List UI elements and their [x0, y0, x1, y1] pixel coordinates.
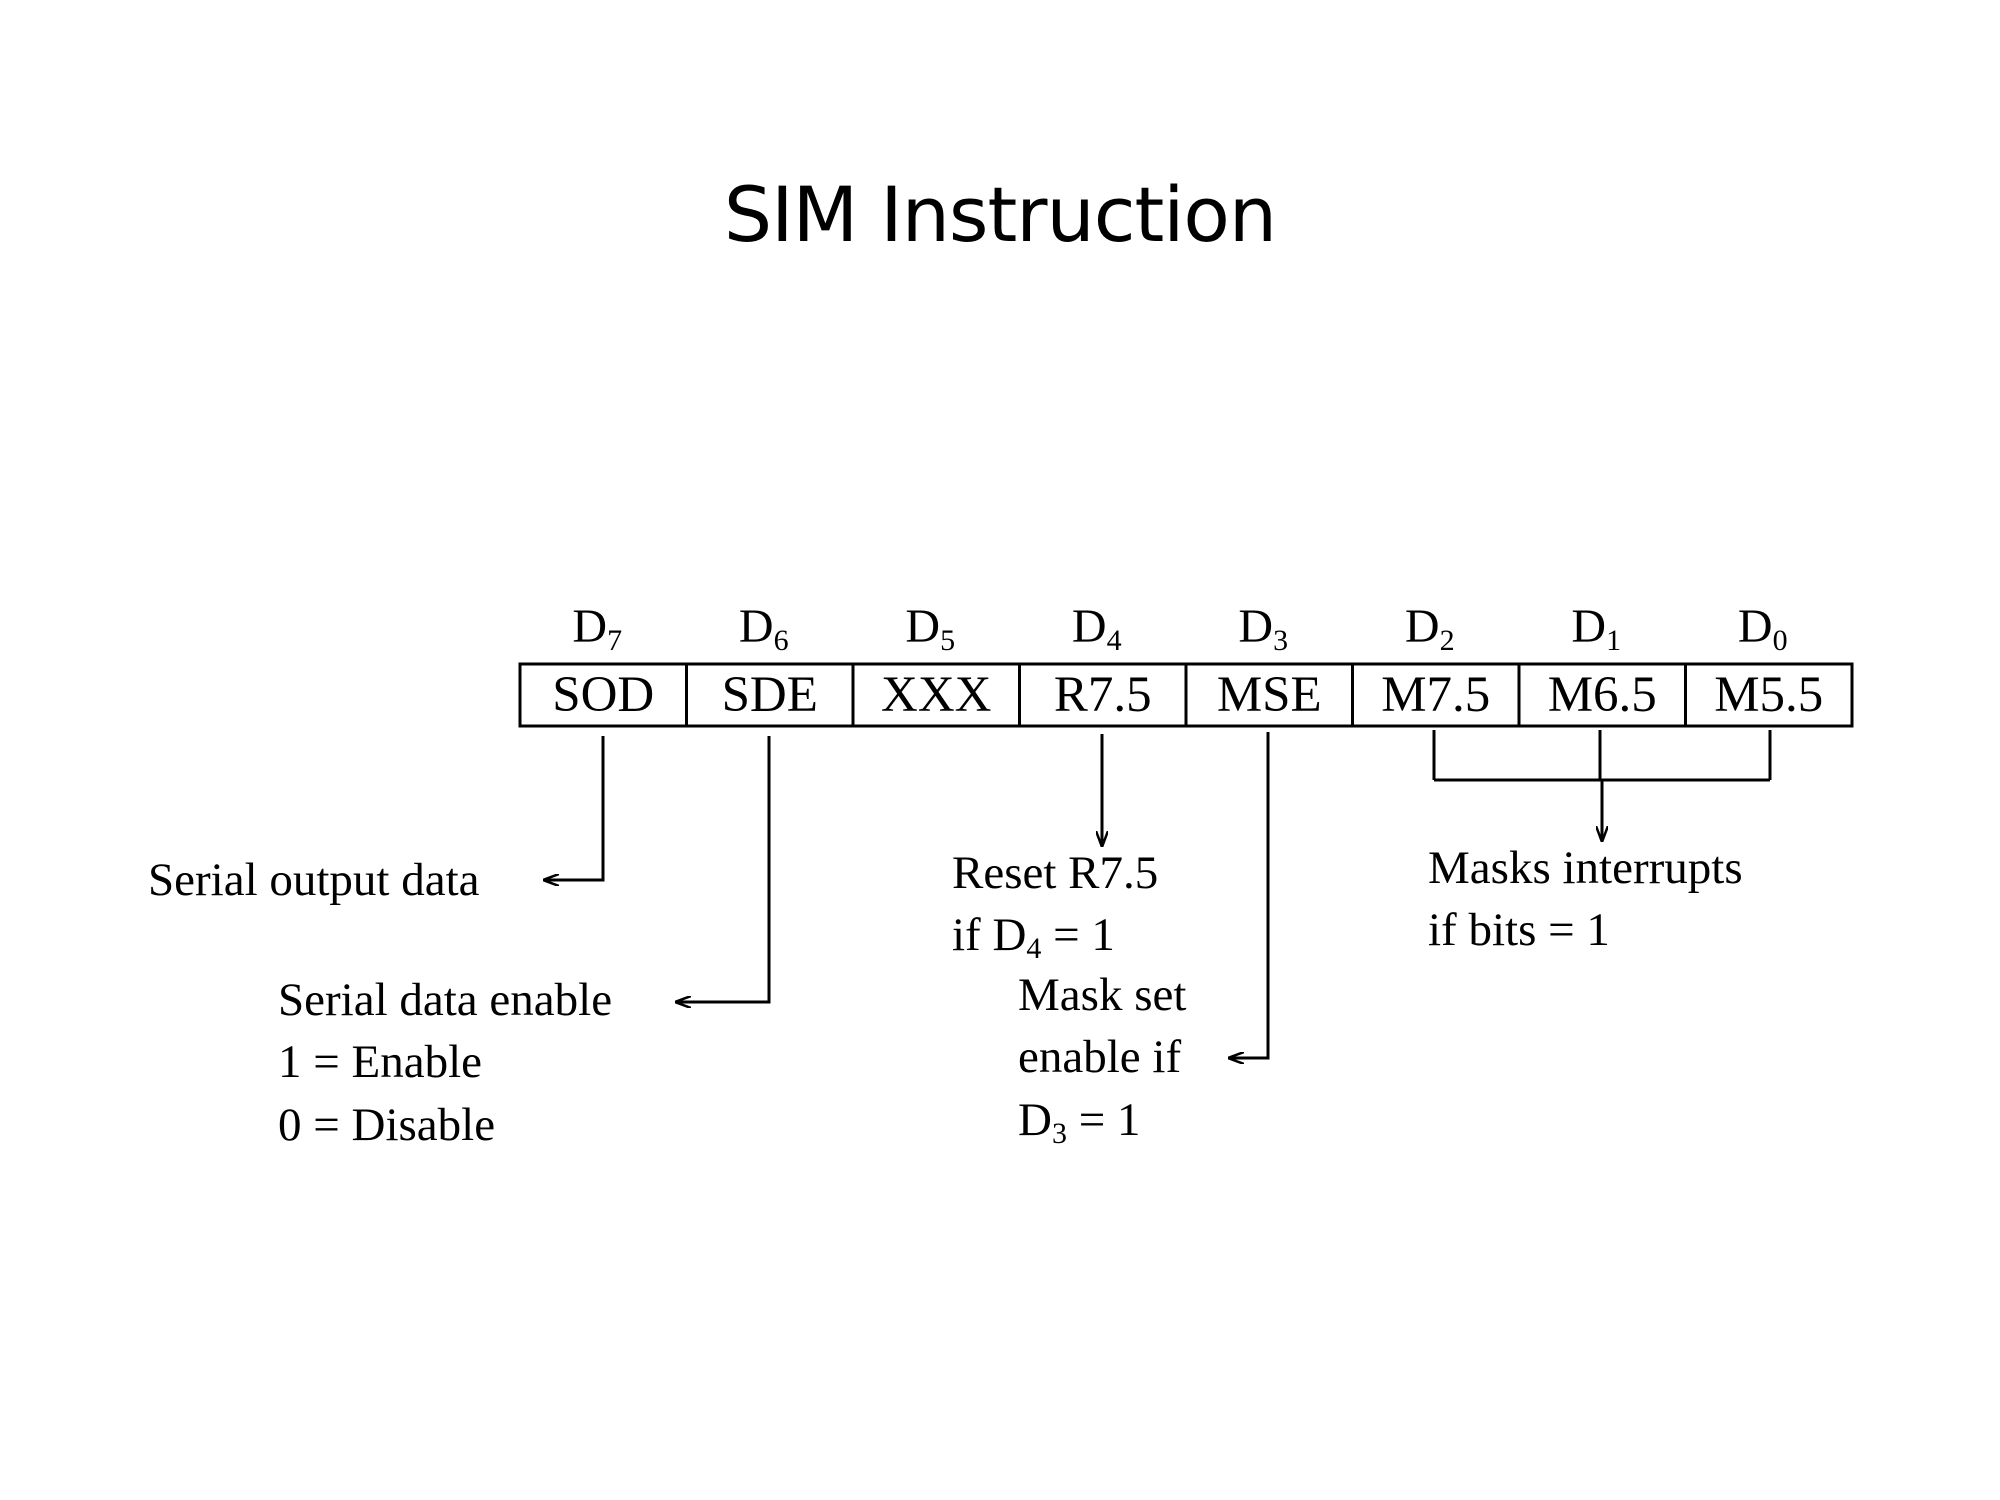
bit-position-label: D2 [1405, 600, 1455, 657]
register-cell [851, 662, 1021, 728]
r75-note-line2: if D4 = 1 [952, 909, 1115, 965]
register-cell-label: SOD [552, 667, 654, 723]
bit-position-label: D0 [1738, 600, 1788, 657]
slide-title: SIM Instruction [723, 170, 1277, 259]
sde-connector [677, 736, 771, 1002]
bit-position-label: D7 [572, 600, 622, 657]
register-cell-label: M7.5 [1381, 667, 1490, 723]
register-cell [685, 662, 855, 728]
register-cell-label: SDE [722, 667, 818, 723]
bit-position-label: D6 [739, 600, 789, 657]
bit-position-label: D5 [905, 600, 955, 657]
register-cell-label: R7.5 [1054, 667, 1152, 723]
sde-note-line2: 1 = Enable [278, 1036, 482, 1088]
register-cell-label: MSE [1217, 667, 1322, 723]
masks-note-line2: if bits = 1 [1428, 904, 1610, 956]
sde-note-line1: Serial data enable [278, 974, 612, 1026]
bit-position-label: D3 [1238, 600, 1288, 657]
register-cell [1184, 662, 1354, 728]
mask-bracket [1432, 730, 1772, 782]
connectors [545, 730, 1772, 1058]
register-cell-label: XXX [881, 667, 992, 723]
bit-position-label: D4 [1072, 600, 1122, 657]
mse-note-line3: D3 = 1 [1018, 1094, 1140, 1150]
mse-note-line1: Mask set [1018, 969, 1186, 1021]
register-cell [1018, 662, 1188, 728]
register-cell [518, 662, 688, 728]
sde-note-line3: 0 = Disable [278, 1099, 495, 1151]
sod-note: Serial output data [148, 854, 480, 906]
mse-note-line2: enable if [1018, 1031, 1181, 1083]
register-cell-label: M6.5 [1548, 667, 1657, 723]
r75-note-line1: Reset R7.5 [952, 847, 1158, 899]
sod-connector [545, 736, 605, 880]
bit-position-label: D1 [1571, 600, 1621, 657]
masks-note-line1: Masks interrupts [1428, 842, 1743, 894]
register-cell [1351, 662, 1521, 728]
mse-connector [1230, 732, 1270, 1058]
register-cell-label: M5.5 [1714, 667, 1823, 723]
register-cell [1684, 662, 1854, 728]
